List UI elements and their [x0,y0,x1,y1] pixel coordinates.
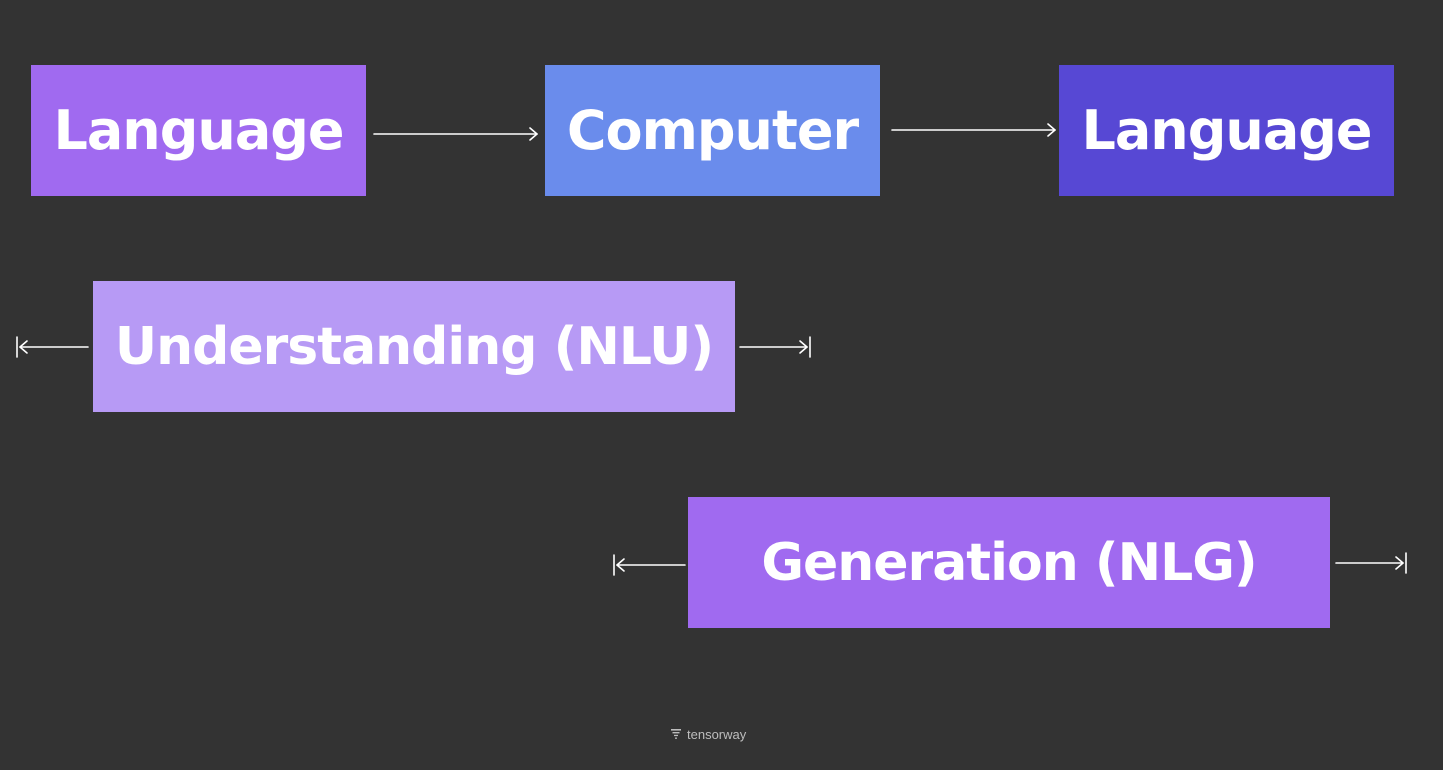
brand-text: tensorway [687,726,747,742]
node-computer: Computer [545,65,880,196]
span-arrow-nlg-right [1335,552,1407,574]
node-generation-nlg: Generation (NLG) [688,497,1330,628]
arrow-language-to-computer [373,127,538,141]
node-understanding-nlu: Understanding (NLU) [93,281,735,412]
span-arrow-nlg-left [613,554,686,576]
tensorway-logo-icon [671,729,681,739]
span-arrow-nlu-right [739,336,811,358]
brand-footer: tensorway [670,725,746,743]
span-arrow-nlu-left [16,336,89,358]
arrow-computer-to-language [891,123,1056,137]
node-language-output: Language [1059,65,1394,196]
node-language-input: Language [31,65,366,196]
